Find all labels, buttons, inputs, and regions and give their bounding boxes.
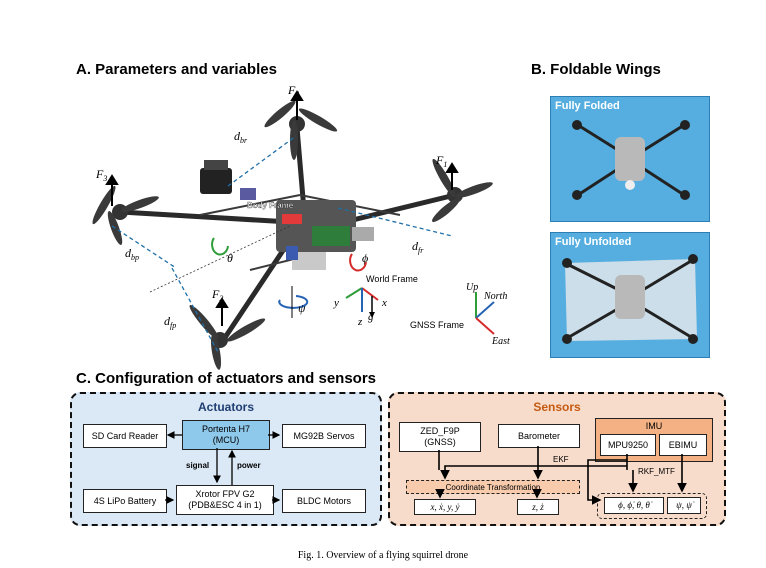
figure-caption: Fig. 1. Overview of a flying squirrel dr… <box>297 550 469 561</box>
signal-label: signal <box>186 461 210 470</box>
label-f3: F3 <box>95 167 107 183</box>
sensors-title: Sensors <box>533 400 581 414</box>
label-gnss-frame: GNSS Frame <box>410 320 464 330</box>
coord-transform-box: Coordinate Transformation <box>406 480 580 494</box>
gnss-label-line1: ZED_F9P <box>420 426 460 436</box>
attitude-output-group <box>597 493 707 519</box>
circuit-board <box>312 226 350 246</box>
output-psi-label: ψ, ψ̇ <box>676 500 692 510</box>
section-b-title: B. Foldable Wings <box>531 61 661 78</box>
imu-label: IMU <box>645 421 663 431</box>
barometer-box: Barometer <box>498 424 580 448</box>
bldc-box: BLDC Motors <box>282 489 366 513</box>
output-attitude-box: ϕ, ϕ̇, θ, θ̇ <box>604 497 664 514</box>
output-xy-label: x, ẋ, y, ẏ <box>430 501 460 512</box>
servos-box: MG92B Servos <box>282 424 366 448</box>
actuators-title: Actuators <box>197 400 254 414</box>
sd-card-reader-box: SD Card Reader <box>83 424 167 448</box>
yaw-arrow <box>278 295 309 309</box>
label-theta: θ <box>227 251 233 265</box>
label-psi: ψ <box>298 301 306 315</box>
esc-label-line1: Xrotor FPV G2 <box>195 489 255 499</box>
label-up: Up <box>466 282 478 293</box>
label-f2: F2 <box>211 287 223 303</box>
label-dfp: dfp <box>164 314 176 330</box>
propeller-f4 <box>264 100 338 160</box>
label-f4: F4 <box>287 83 299 99</box>
gnss-box: ZED_F9P(GNSS) <box>399 422 481 452</box>
photo-fully-folded: Fully Folded <box>550 96 710 222</box>
mcu-label-line2: (MCU) <box>212 435 240 445</box>
label-fully-unfolded: Fully Unfolded <box>555 236 632 248</box>
gnss-frame-axes <box>475 292 495 335</box>
label-g: g <box>368 311 374 323</box>
roll-arrow <box>349 253 367 272</box>
servos-label: MG92B Servos <box>293 430 355 441</box>
label-f1: F1 <box>435 153 447 169</box>
gnss-module <box>200 168 232 194</box>
output-z-box: z, ż <box>517 499 559 515</box>
label-x: x <box>381 297 387 309</box>
battery-label: 4S LiPo Battery <box>93 495 157 506</box>
mcu-box: Portenta H7(MCU) <box>182 420 270 450</box>
battery-pack <box>292 252 326 270</box>
output-xy-box: x, ẋ, y, ẏ <box>414 499 476 515</box>
label-phi: ϕ <box>362 251 368 265</box>
output-psi-box: ψ, ψ̇ <box>667 497 701 514</box>
power-label: power <box>237 461 261 470</box>
label-dbp: dbp <box>125 246 139 262</box>
mpu9250-box: MPU9250 <box>600 434 656 456</box>
mpu9250-label: MPU9250 <box>607 439 649 450</box>
world-frame-axes <box>345 287 379 318</box>
label-dbr: dbr <box>234 129 248 145</box>
label-dfr: dfr <box>412 239 424 255</box>
ebimu-box: EBIMU <box>659 434 707 456</box>
propeller-f1 <box>431 158 493 222</box>
sd-card-reader-label: SD Card Reader <box>91 430 159 441</box>
label-east: East <box>491 336 510 347</box>
rkf-label: RKF_MTF <box>638 467 675 476</box>
section-c-title: C. Configuration of actuators and sensor… <box>76 370 377 387</box>
esc-label-line2: (PDB&ESC 4 in 1) <box>188 500 262 510</box>
section-a-title: A. Parameters and variables <box>76 61 277 78</box>
battery-box: 4S LiPo Battery <box>83 489 167 513</box>
bldc-label: BLDC Motors <box>296 495 351 506</box>
label-north: North <box>483 291 507 302</box>
esc-box: Xrotor FPV G2(PDB&ESC 4 in 1) <box>176 485 274 515</box>
label-fully-folded: Fully Folded <box>555 100 620 112</box>
label-y: y <box>333 297 339 309</box>
gnss-label-line2: (GNSS) <box>424 437 456 447</box>
output-attitude-label: ϕ, ϕ̇, θ, θ̇ <box>618 500 650 510</box>
photo-fully-unfolded: Fully Unfolded <box>550 232 710 358</box>
ekf-label: EKF <box>553 455 569 464</box>
pitch-arrow <box>211 237 229 256</box>
output-z-label: z, ż <box>532 501 544 512</box>
barometer-label: Barometer <box>517 430 561 441</box>
label-body-frame: Body Frame <box>247 201 294 210</box>
propeller-f2 <box>189 304 266 370</box>
label-world-frame: World Frame <box>366 274 418 284</box>
dimension-lines <box>111 135 453 353</box>
label-z: z <box>357 316 363 328</box>
mcu-label-line1: Portenta H7 <box>201 424 251 434</box>
ebimu-label: EBIMU <box>668 439 698 450</box>
coord-transform-label: Coordinate Transformation <box>445 482 541 492</box>
